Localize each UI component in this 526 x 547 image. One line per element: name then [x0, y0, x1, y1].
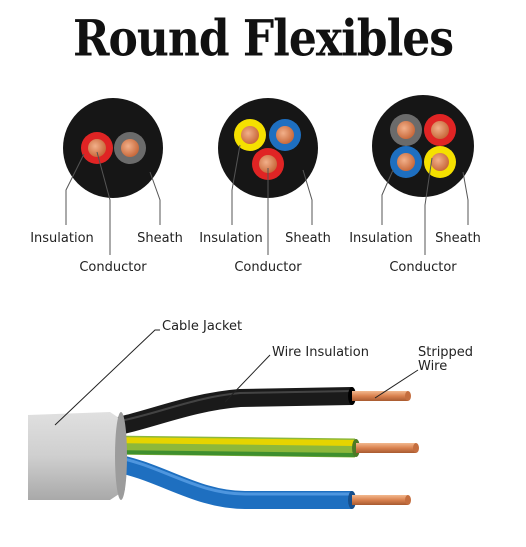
conductor [88, 139, 106, 157]
leader-line-insulation [381, 169, 394, 225]
page-title: Round Flexibles [72, 10, 454, 69]
wire-blue-insulation [108, 453, 352, 509]
leader-line-sheath [149, 171, 161, 225]
leader-line-wire-insulation [224, 354, 271, 403]
conductor [431, 121, 449, 139]
cross-section-4-core: Insulation Sheath Conductor [349, 95, 481, 275]
conductor [431, 153, 449, 171]
leader-line-insulation [231, 144, 241, 225]
leader-line-cable-jacket [54, 329, 160, 426]
leader-line-insulation [65, 153, 85, 225]
label-conductor: Conductor [234, 260, 302, 275]
label-conductor: Conductor [389, 260, 457, 275]
conductor [276, 126, 294, 144]
conductor [397, 121, 415, 139]
stripped-wire-green-yellow [356, 443, 416, 453]
conductor [121, 139, 139, 157]
sheath-circle [372, 95, 474, 197]
cable-jacket [28, 412, 125, 500]
label-sheath: Sheath [285, 231, 331, 246]
leader-line-sheath [302, 169, 313, 225]
cross-section-3-core: Insulation Sheath Conductor [199, 98, 331, 275]
label-insulation: Insulation [30, 231, 94, 246]
label-wire: Wire [418, 359, 447, 374]
conductor [397, 153, 415, 171]
label-wire-insulation: Wire Insulation [272, 345, 369, 360]
stripped-wire-blue [352, 495, 408, 505]
label-insulation: Insulation [349, 231, 413, 246]
leader-line-stripped-wire [374, 369, 419, 399]
label-sheath: Sheath [435, 231, 481, 246]
label-stripped: Stripped [418, 345, 473, 360]
wire-black-insulation [108, 387, 353, 437]
conductor [259, 155, 277, 173]
label-insulation: Insulation [199, 231, 263, 246]
label-cable-jacket: Cable Jacket [162, 319, 242, 334]
leader-line-sheath [462, 171, 469, 225]
stripped-wire-black [352, 391, 408, 401]
cable-side-view: Cable Jacket Wire Insulation Stripped Wi… [28, 319, 473, 509]
conductor [241, 126, 259, 144]
wire-green-yellow-insulation [109, 435, 356, 458]
label-conductor: Conductor [79, 260, 147, 275]
cross-section-2-core: Insulation Sheath Conductor [30, 98, 183, 275]
label-sheath: Sheath [137, 231, 183, 246]
leader-line-conductor [424, 157, 433, 255]
leader-line-conductor [96, 151, 111, 255]
